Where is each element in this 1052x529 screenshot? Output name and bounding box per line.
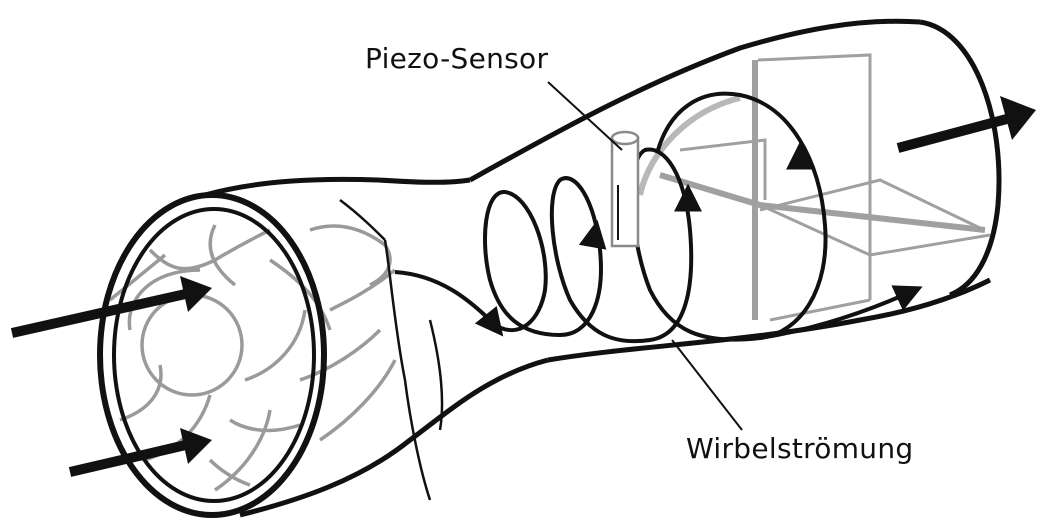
pipe-body bbox=[204, 18, 1002, 518]
inlet-cylinder-bottom bbox=[239, 357, 549, 518]
flow-straightener bbox=[637, 53, 991, 322]
vortex-tail bbox=[759, 285, 923, 340]
inlet-cylinder-top bbox=[204, 176, 471, 198]
outflow-arrow bbox=[896, 96, 1036, 153]
swirl-blades bbox=[108, 224, 397, 492]
outlet-rim bbox=[919, 19, 1002, 298]
vortex-label: Wirbelströmung bbox=[686, 432, 913, 465]
vortex-spiral bbox=[394, 91, 923, 344]
inflow-arrow bbox=[10, 276, 212, 338]
sensor-leader bbox=[547, 81, 623, 151]
waist-contours bbox=[339, 199, 444, 501]
inlet-rim bbox=[97, 192, 327, 518]
leader-lines bbox=[547, 81, 743, 431]
vortex-leader bbox=[671, 339, 743, 431]
outlet-cylinder-top bbox=[468, 18, 921, 183]
piezo-sensor bbox=[610, 130, 640, 248]
outlet-cylinder-bottom bbox=[547, 277, 992, 363]
inflow-arrow-lower bbox=[68, 428, 212, 477]
sensor-label: Piezo-Sensor bbox=[365, 42, 548, 75]
